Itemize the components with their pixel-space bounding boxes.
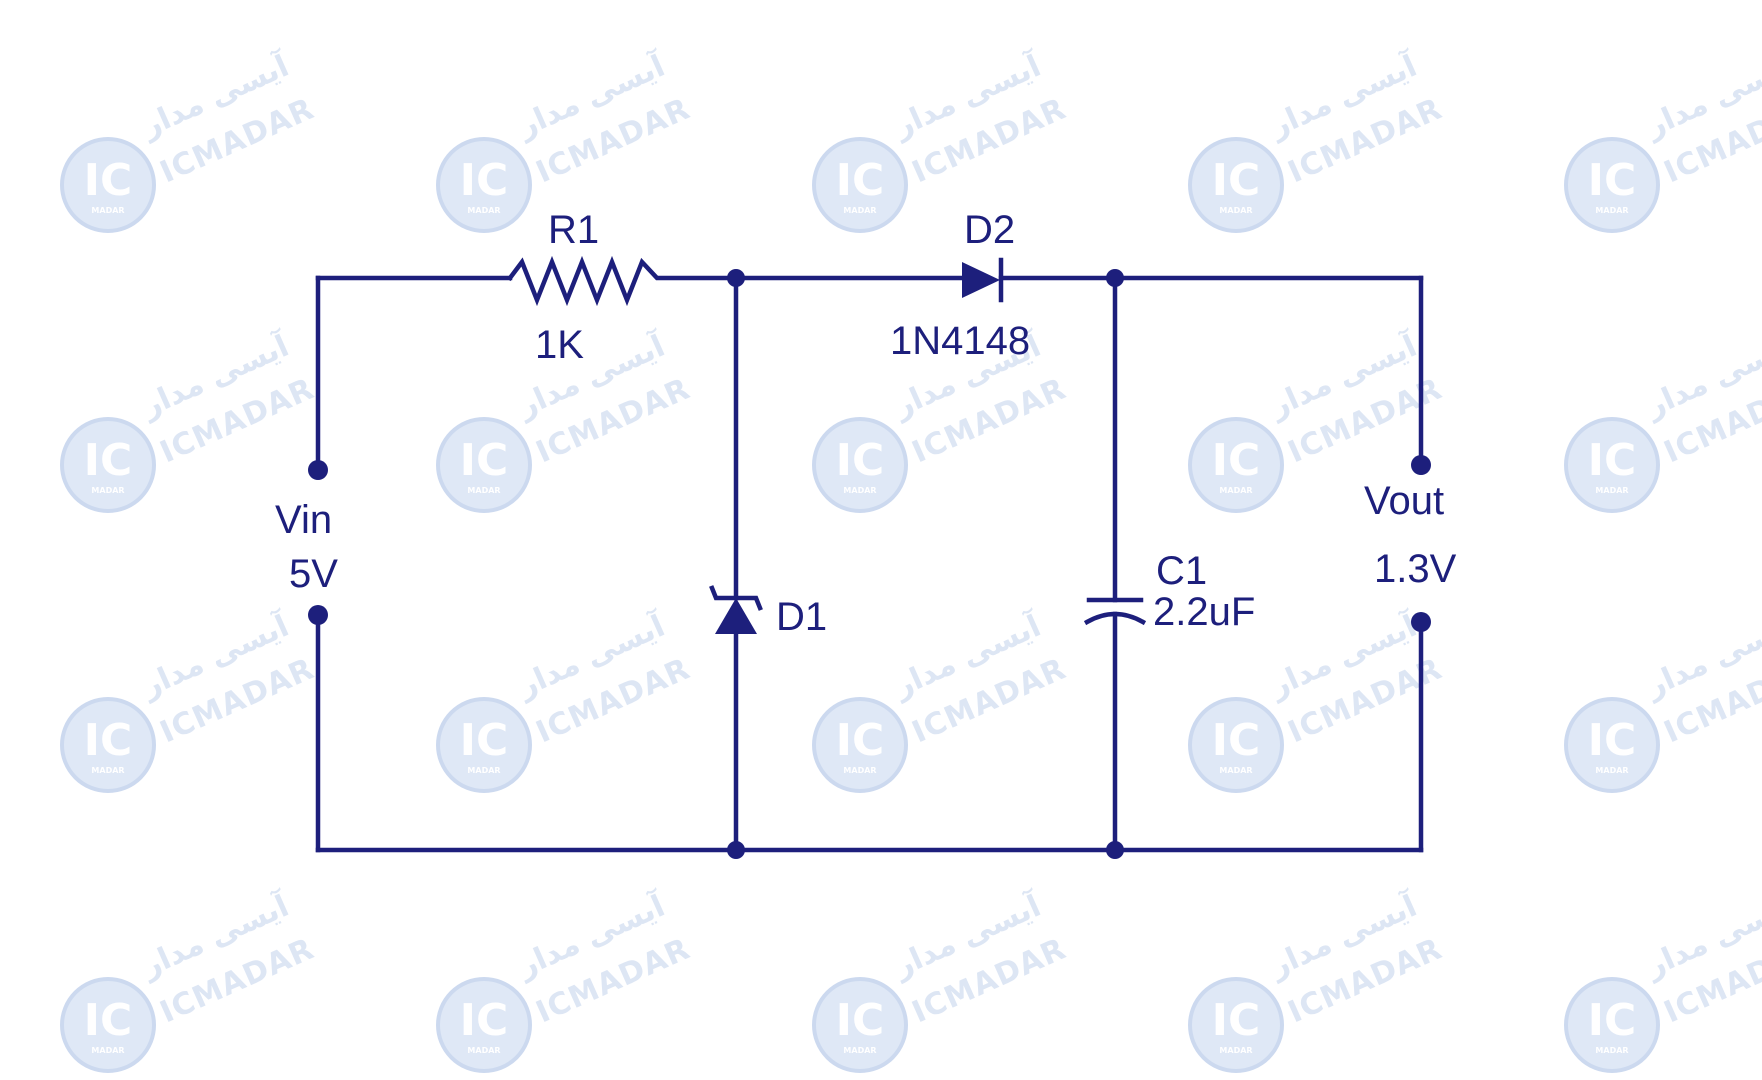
svg-text:MADAR: MADAR: [843, 766, 876, 775]
watermark-logo-icon: [1564, 417, 1660, 513]
watermark-logo-icon: [1564, 697, 1660, 793]
svg-text:MADAR: MADAR: [91, 206, 124, 215]
svg-text:MADAR: MADAR: [467, 766, 500, 775]
input-voltage-value: 5V: [289, 552, 338, 596]
svg-text:MADAR: MADAR: [843, 206, 876, 215]
svg-text:IC: IC: [836, 155, 885, 206]
watermark-logo-icon: [1564, 977, 1660, 1073]
watermark-logo-icon: [812, 697, 908, 793]
watermark-logo-icon: [812, 417, 908, 513]
input-voltage-label: Vin: [275, 498, 332, 542]
svg-text:MADAR: MADAR: [1219, 206, 1252, 215]
svg-text:IC: IC: [84, 715, 133, 766]
svg-text:IC: IC: [1588, 715, 1637, 766]
svg-text:MADAR: MADAR: [91, 1046, 124, 1055]
watermark-logo-icon: [1188, 137, 1284, 233]
junction-bottom-c1: [1106, 841, 1124, 859]
watermark-logo-icon: [60, 137, 156, 233]
svg-text:MADAR: MADAR: [1595, 486, 1628, 495]
diode-d2-symbol: [962, 262, 1000, 298]
diode-d2-name: D2: [964, 208, 1015, 252]
svg-text:MADAR: MADAR: [843, 486, 876, 495]
svg-text:IC: IC: [836, 435, 885, 486]
watermark-logo-icon: [436, 137, 532, 233]
watermark-logo-icon: [436, 417, 532, 513]
svg-text:IC: IC: [460, 155, 509, 206]
watermark-logo-icon: [1188, 977, 1284, 1073]
svg-text:IC: IC: [84, 995, 133, 1046]
capacitor-c1-name: C1: [1156, 549, 1207, 593]
watermark-logo-icon: [1188, 697, 1284, 793]
resistor-r1-symbol: [506, 255, 739, 307]
svg-text:MADAR: MADAR: [91, 766, 124, 775]
watermark-logo-icon: [812, 977, 908, 1073]
zener-d1-symbol: [715, 598, 757, 634]
watermark-logo-icon: [1564, 137, 1660, 233]
svg-text:MADAR: MADAR: [467, 486, 500, 495]
resistor-r1-value: 1K: [535, 323, 584, 367]
watermark-logo-icon: [812, 137, 908, 233]
svg-text:IC: IC: [460, 995, 509, 1046]
zener-d1-bar: [709, 585, 763, 611]
junction-bottom-d1: [727, 841, 745, 859]
output-voltage-label: Vout: [1364, 479, 1444, 523]
svg-text:MADAR: MADAR: [1219, 766, 1252, 775]
junction-top-c1: [1106, 269, 1124, 287]
watermark-logo-icon: [60, 977, 156, 1073]
svg-text:IC: IC: [1212, 435, 1261, 486]
watermark-logo-icon: [436, 697, 532, 793]
svg-text:IC: IC: [1212, 995, 1261, 1046]
terminal-vout-negative: [1411, 612, 1431, 632]
svg-text:IC: IC: [84, 435, 133, 486]
terminal-vin-positive: [308, 460, 328, 480]
terminal-vout-positive: [1411, 455, 1431, 475]
svg-text:MADAR: MADAR: [467, 206, 500, 215]
svg-text:MADAR: MADAR: [843, 1046, 876, 1055]
svg-text:IC: IC: [1588, 995, 1637, 1046]
svg-text:IC: IC: [84, 155, 133, 206]
svg-text:MADAR: MADAR: [1595, 766, 1628, 775]
output-voltage-value: 1.3V: [1374, 547, 1457, 591]
junction-top-d1: [727, 269, 745, 287]
svg-text:IC: IC: [1588, 155, 1637, 206]
terminal-vin-negative: [308, 605, 328, 625]
watermark-logo-icon: [60, 417, 156, 513]
svg-text:MADAR: MADAR: [1219, 486, 1252, 495]
svg-text:IC: IC: [1588, 435, 1637, 486]
watermark-logo-icon: [60, 697, 156, 793]
watermark-logo-icon: [1188, 417, 1284, 513]
svg-text:IC: IC: [836, 715, 885, 766]
capacitor-c1-value: 2.2uF: [1153, 590, 1255, 634]
svg-text:IC: IC: [460, 715, 509, 766]
svg-text:IC: IC: [1212, 715, 1261, 766]
svg-text:IC: IC: [460, 435, 509, 486]
zener-d1-name: D1: [776, 595, 827, 639]
watermark-logo-icon: [436, 977, 532, 1073]
svg-text:MADAR: MADAR: [1219, 1046, 1252, 1055]
diode-d2-part: 1N4148: [890, 319, 1030, 363]
svg-text:MADAR: MADAR: [1595, 206, 1628, 215]
svg-text:IC: IC: [1212, 155, 1261, 206]
svg-text:MADAR: MADAR: [91, 486, 124, 495]
resistor-r1-name: R1: [548, 208, 599, 252]
svg-text:MADAR: MADAR: [467, 1046, 500, 1055]
svg-text:MADAR: MADAR: [1595, 1046, 1628, 1055]
svg-text:IC: IC: [836, 995, 885, 1046]
